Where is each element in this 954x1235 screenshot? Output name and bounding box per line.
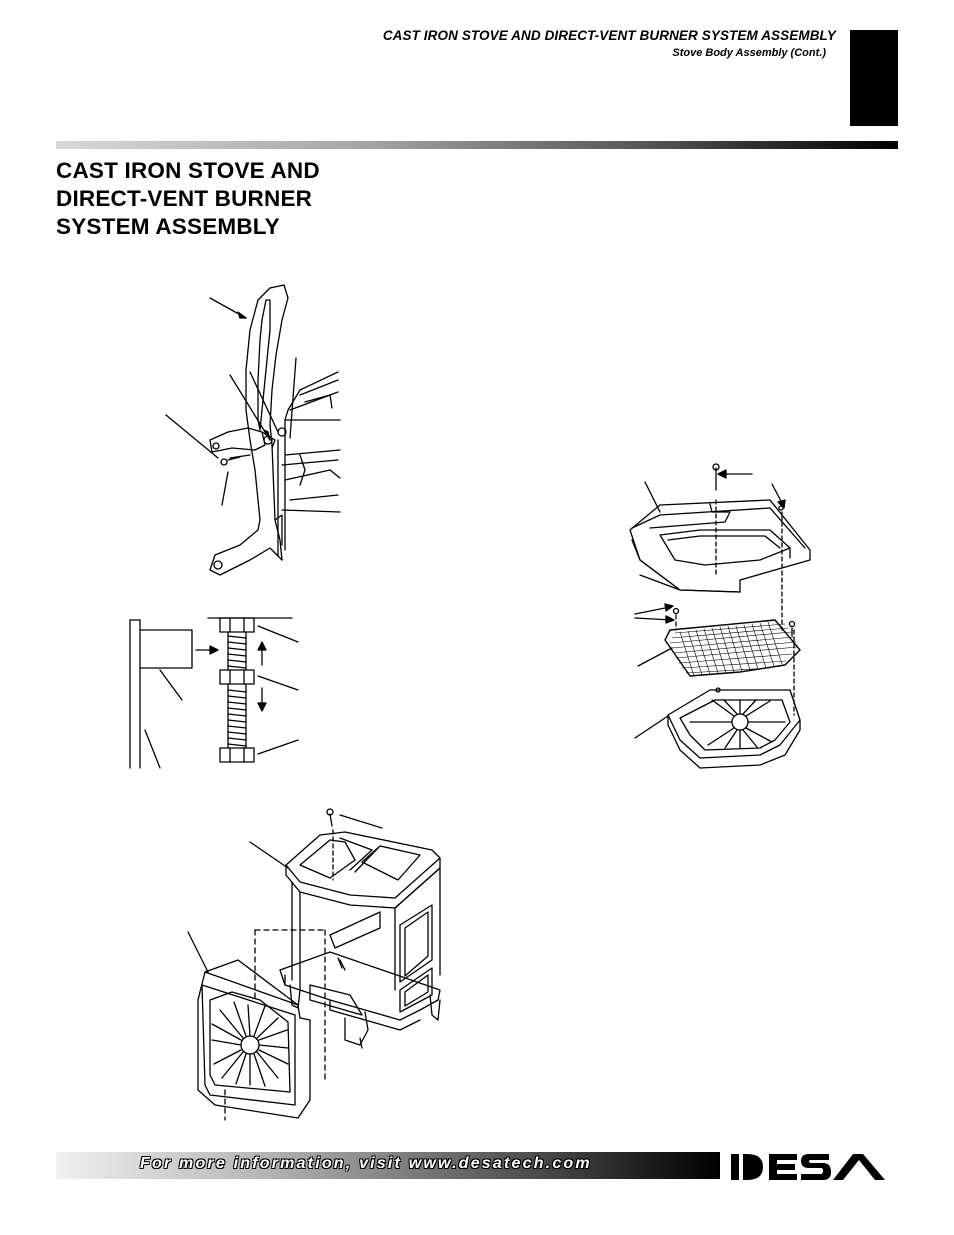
desa-logo <box>731 1154 885 1180</box>
stove-front-assembly-drawing <box>187 808 441 1121</box>
footer-bar <box>56 1152 720 1179</box>
running-header-title: CAST IRON STOVE AND DIRECT-VENT BURNER S… <box>382 28 836 43</box>
page-title-line-3: SYSTEM ASSEMBLY <box>56 214 280 239</box>
page-title-line-2: DIRECT-VENT BURNER <box>56 186 313 211</box>
running-header-subtitle: Stove Body Assembly (Cont.) <box>672 47 826 59</box>
section-tab-block <box>850 30 898 126</box>
header-rule <box>56 141 898 149</box>
page-title-line-1: CAST IRON STOVE AND <box>56 158 320 183</box>
page-title: CAST IRON STOVE AND DIRECT-VENT BURNER S… <box>56 157 320 241</box>
side-panel-attachment-drawing <box>165 284 341 576</box>
leveling-bolt-detail-drawing <box>129 617 299 769</box>
top-grate-assembly-drawing <box>629 463 811 769</box>
footer-website-text[interactable]: For more information, visit www.desatech… <box>140 1155 592 1172</box>
